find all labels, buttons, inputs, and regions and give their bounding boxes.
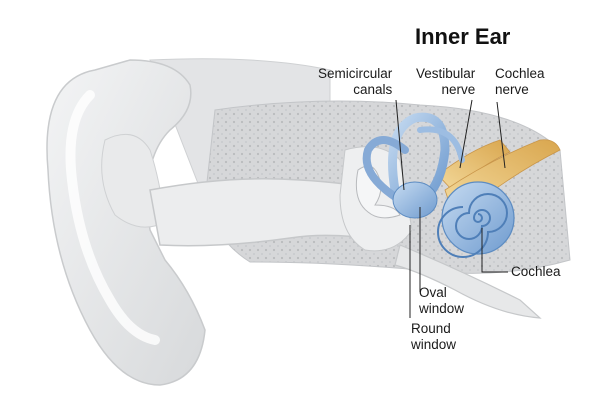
label-vestibular-line1: Vestibular xyxy=(416,66,475,82)
label-vestibular-nerve: Vestibular nerve xyxy=(416,66,475,98)
label-cochlea-nerve-line2: nerve xyxy=(495,82,545,98)
label-round-window: Round window xyxy=(411,321,456,353)
label-vestibular-line2: nerve xyxy=(416,82,475,98)
label-round-line1: Round xyxy=(411,321,456,337)
label-oval-line1: Oval xyxy=(419,285,464,301)
label-semicircular-line2: canals xyxy=(318,82,392,98)
label-cochlea: Cochlea xyxy=(511,264,561,280)
label-round-line2: window xyxy=(411,337,456,353)
label-semicircular-canals: Semicircular canals xyxy=(318,66,392,98)
label-semicircular-line1: Semicircular xyxy=(318,66,392,82)
cochlea-shape xyxy=(442,182,514,254)
label-oval-window: Oval window xyxy=(419,285,464,317)
diagram-title: Inner Ear xyxy=(415,24,510,50)
vestibule xyxy=(393,182,437,218)
label-cochlea-nerve: Cochlea nerve xyxy=(495,66,545,98)
label-oval-line2: window xyxy=(419,301,464,317)
label-cochlea-nerve-line1: Cochlea xyxy=(495,66,545,82)
